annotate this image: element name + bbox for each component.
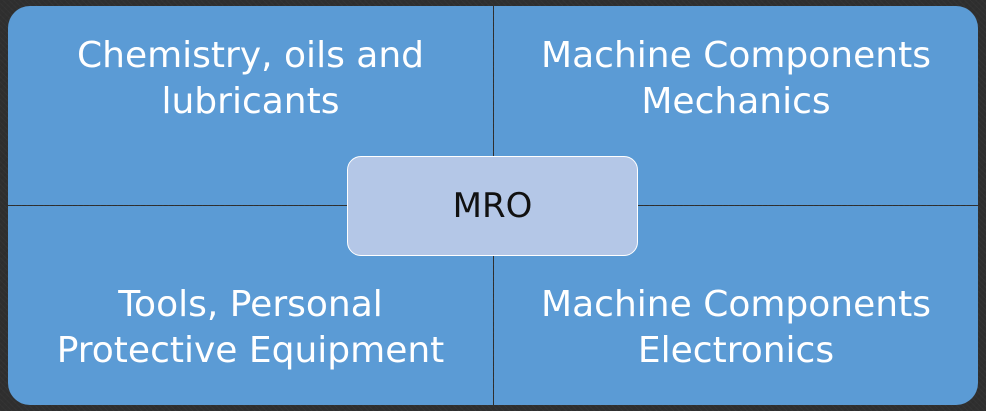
quadrant-label-line: Machine Components	[541, 35, 931, 76]
quadrant-label-line: Electronics	[637, 330, 835, 371]
quadrant-chemistry-oils-lubricants: Chemistry, oils and lubricants	[8, 6, 493, 205]
quadrant-label-line: Chemistry, oils and	[77, 35, 424, 76]
center-mro-box: MRO	[347, 156, 638, 256]
quadrant-label-line: Protective Equipment	[56, 330, 445, 371]
quadrant-label-line: lubricants	[161, 81, 340, 122]
center-label: MRO	[452, 186, 533, 226]
quadrant-label-line: Mechanics	[641, 81, 831, 122]
quadrant-label-line: Tools, Personal	[118, 284, 383, 325]
quadrant-label-line: Machine Components	[541, 284, 931, 325]
